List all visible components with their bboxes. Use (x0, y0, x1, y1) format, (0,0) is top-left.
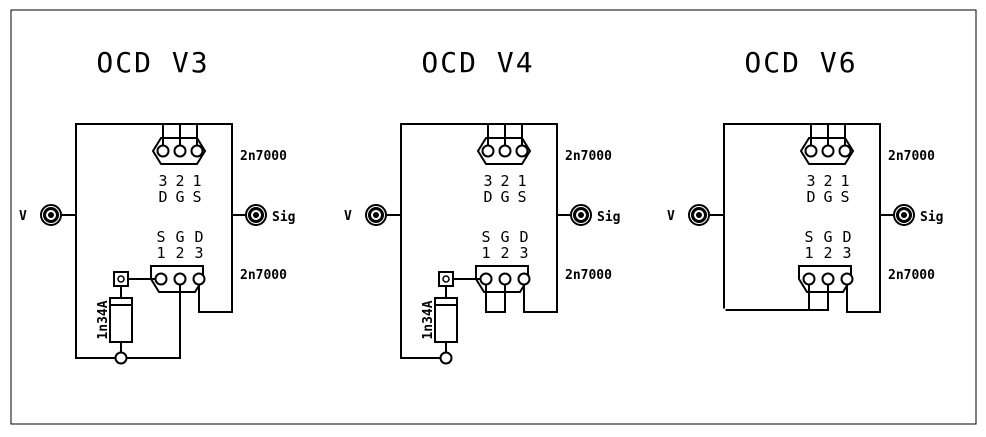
bottom-pin-number: 3 (519, 244, 528, 262)
bottom-transistor-pin-1 (479, 272, 493, 286)
gate-wire (127, 285, 181, 359)
top-pin-number: 2 (175, 172, 184, 190)
top-transistor-pin-3 (515, 144, 529, 158)
top-pin-name: D (158, 188, 167, 206)
bottom-transistor-pin-2 (821, 272, 835, 286)
bottom-pin-name: G (175, 228, 184, 246)
top-part-label: 2n7000 (240, 149, 287, 164)
source-wire (724, 285, 810, 311)
bottom-drain-wire (523, 285, 557, 313)
top-pin-number: 1 (840, 172, 849, 190)
bottom-transistor-pin-3 (840, 272, 854, 286)
bottom-pin-name: D (519, 228, 528, 246)
top-transistor-pin-1 (804, 144, 818, 158)
bottom-transistor-pin-1 (802, 272, 816, 286)
top-pin-name: D (483, 188, 492, 206)
top-transistor-pin-2 (821, 144, 835, 158)
bottom-transistor-pin-2 (173, 272, 187, 286)
bottom-pin-number: 2 (175, 244, 184, 262)
top-pin-name: G (175, 188, 184, 206)
bottom-transistor-pin-1 (154, 272, 168, 286)
bottom-pin-name: D (194, 228, 203, 246)
bottom-pin-name: G (500, 228, 509, 246)
circuit-title: OCD V6 (744, 46, 857, 79)
bottom-transistor-pin-3 (192, 272, 206, 286)
bottom-part-label: 2n7000 (240, 268, 287, 283)
bottom-pin-number: 2 (500, 244, 509, 262)
top-pin-number: 3 (158, 172, 167, 190)
bottom-pin-number: 1 (481, 244, 490, 262)
input-label: V (344, 209, 352, 224)
diode-label: 1n34A (96, 300, 111, 339)
bottom-pin-name: G (823, 228, 832, 246)
diode-round-pad (439, 351, 453, 365)
top-transistor-pin-2 (498, 144, 512, 158)
bottom-pin-name: D (842, 228, 851, 246)
diode-square-hole (442, 275, 450, 283)
top-pin-name: D (806, 188, 815, 206)
top-pin-number: 1 (517, 172, 526, 190)
top-transistor-pin-1 (156, 144, 170, 158)
top-transistor-pin-2 (173, 144, 187, 158)
top-part-label: 2n7000 (888, 149, 935, 164)
top-pin-number: 2 (500, 172, 509, 190)
bottom-part-label: 2n7000 (888, 268, 935, 283)
output-terminal-core (578, 212, 584, 218)
input-label: V (19, 209, 27, 224)
top-transistor-pin-3 (838, 144, 852, 158)
top-pin-name: S (517, 188, 526, 206)
top-transistor-pin-1 (481, 144, 495, 158)
top-part-label: 2n7000 (565, 149, 612, 164)
bottom-transistor-body (798, 265, 852, 293)
top-pin-name: S (840, 188, 849, 206)
circuit-title: OCD V3 (96, 46, 209, 79)
source-gate-loop (485, 285, 506, 313)
bottom-pin-name: S (156, 228, 165, 246)
output-terminal-core (901, 212, 907, 218)
diode-label: 1n34A (421, 300, 436, 339)
bottom-pin-number: 3 (842, 244, 851, 262)
output-terminal-core (253, 212, 259, 218)
output-label: Sig (272, 210, 295, 225)
output-label: Sig (597, 210, 620, 225)
input-terminal-core (373, 212, 379, 218)
top-pin-number: 2 (823, 172, 832, 190)
bottom-pin-number: 3 (194, 244, 203, 262)
output-label: Sig (920, 210, 943, 225)
bottom-pin-number: 1 (156, 244, 165, 262)
top-pin-name: G (823, 188, 832, 206)
bottom-pin-number: 1 (804, 244, 813, 262)
bottom-drain-wire (846, 285, 880, 313)
bottom-transistor-pin-3 (517, 272, 531, 286)
diode-square-hole (117, 275, 125, 283)
top-pin-name: S (192, 188, 201, 206)
top-transistor-pin-3 (190, 144, 204, 158)
bottom-pin-name: S (804, 228, 813, 246)
top-pin-number: 3 (483, 172, 492, 190)
bottom-transistor-pin-2 (498, 272, 512, 286)
board-outline (10, 9, 977, 425)
input-label: V (667, 209, 675, 224)
bottom-pin-name: S (481, 228, 490, 246)
top-pin-number: 3 (806, 172, 815, 190)
input-terminal-core (48, 212, 54, 218)
bottom-pin-number: 2 (823, 244, 832, 262)
input-terminal-core (696, 212, 702, 218)
diode-round-pad (114, 351, 128, 365)
bottom-part-label: 2n7000 (565, 268, 612, 283)
bottom-drain-wire (198, 285, 232, 313)
top-pin-number: 1 (192, 172, 201, 190)
circuit-title: OCD V4 (421, 46, 534, 79)
top-pin-name: G (500, 188, 509, 206)
